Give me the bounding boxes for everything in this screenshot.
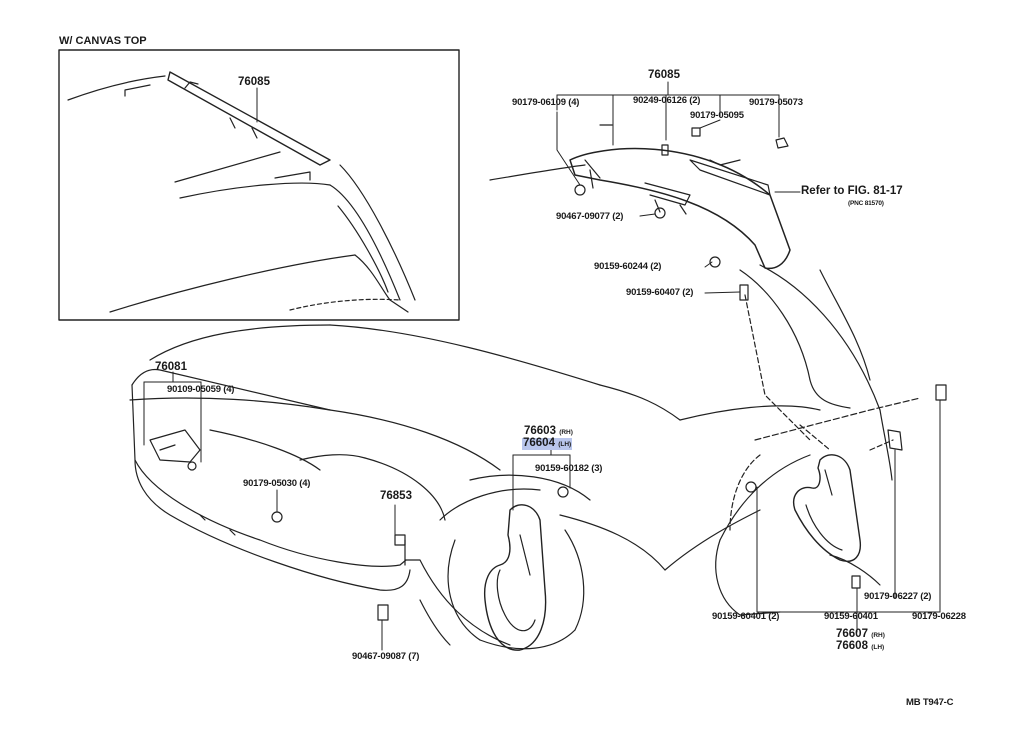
label-90159-60407: 90159-60407 (2) <box>626 287 694 298</box>
label-76603-number: 76603 <box>524 425 556 437</box>
figure-code: MB T947-C <box>906 697 954 708</box>
fasteners <box>187 127 947 621</box>
label-90179-06109: 90179-06109 (4) <box>512 97 580 108</box>
label-76081: 76081 <box>155 361 187 373</box>
label-76607-side: (RH) <box>871 632 885 639</box>
label-76603-side: (RH) <box>559 429 573 436</box>
label-76604-number: 76604 <box>523 437 555 449</box>
label-76607: 76607 (RH) <box>836 628 885 641</box>
label-76853: 76853 <box>380 490 412 502</box>
label-90249-06126: 90249-06126 (2) <box>633 95 701 106</box>
label-refer-fig: Refer to FIG. 81-17 <box>801 185 903 197</box>
label-90179-05095: 90179-05095 <box>690 110 744 121</box>
label-refer-pnc: (PNC 81570) <box>848 200 884 207</box>
label-76085-inset: 76085 <box>238 76 270 88</box>
label-76608-number: 76608 <box>836 640 868 652</box>
leader-lines <box>143 81 941 651</box>
label-76608: 76608 (LH) <box>836 640 885 653</box>
front-mudguard <box>483 504 547 651</box>
label-76085-main: 76085 <box>648 69 680 81</box>
label-76604-highlighted: 76604 (LH) <box>522 437 573 450</box>
label-90467-09077: 90467-09077 (2) <box>556 211 624 222</box>
label-76607-number: 76607 <box>836 628 868 640</box>
rear-spoiler <box>569 147 791 270</box>
label-90179-05073: 90179-05073 <box>749 97 803 108</box>
label-76603: 76603 (RH) <box>524 425 573 438</box>
label-90159-60182: 90159-60182 (3) <box>535 463 603 474</box>
label-76608-side: (LH) <box>871 644 885 651</box>
label-90159-60401-2: 90159-60401 (2) <box>712 611 780 622</box>
label-90467-09087: 90467-09087 (7) <box>352 651 420 662</box>
rear-mudguard <box>793 429 903 562</box>
car-body-outline <box>129 124 921 650</box>
front-spoiler <box>131 368 411 591</box>
label-90159-60244: 90159-60244 (2) <box>594 261 662 272</box>
label-90179-06227: 90179-06227 (2) <box>864 591 932 602</box>
label-90109-05059: 90109-05059 (4) <box>167 384 235 395</box>
inset-title: W/ CANVAS TOP <box>59 35 147 47</box>
label-90159-60401: 90159-60401 <box>824 611 878 622</box>
label-76604-side: (LH) <box>558 441 572 448</box>
label-90179-05030: 90179-05030 (4) <box>243 478 311 489</box>
label-90179-06228: 90179-06228 <box>912 611 966 622</box>
canvas-top-inset <box>58 49 460 321</box>
